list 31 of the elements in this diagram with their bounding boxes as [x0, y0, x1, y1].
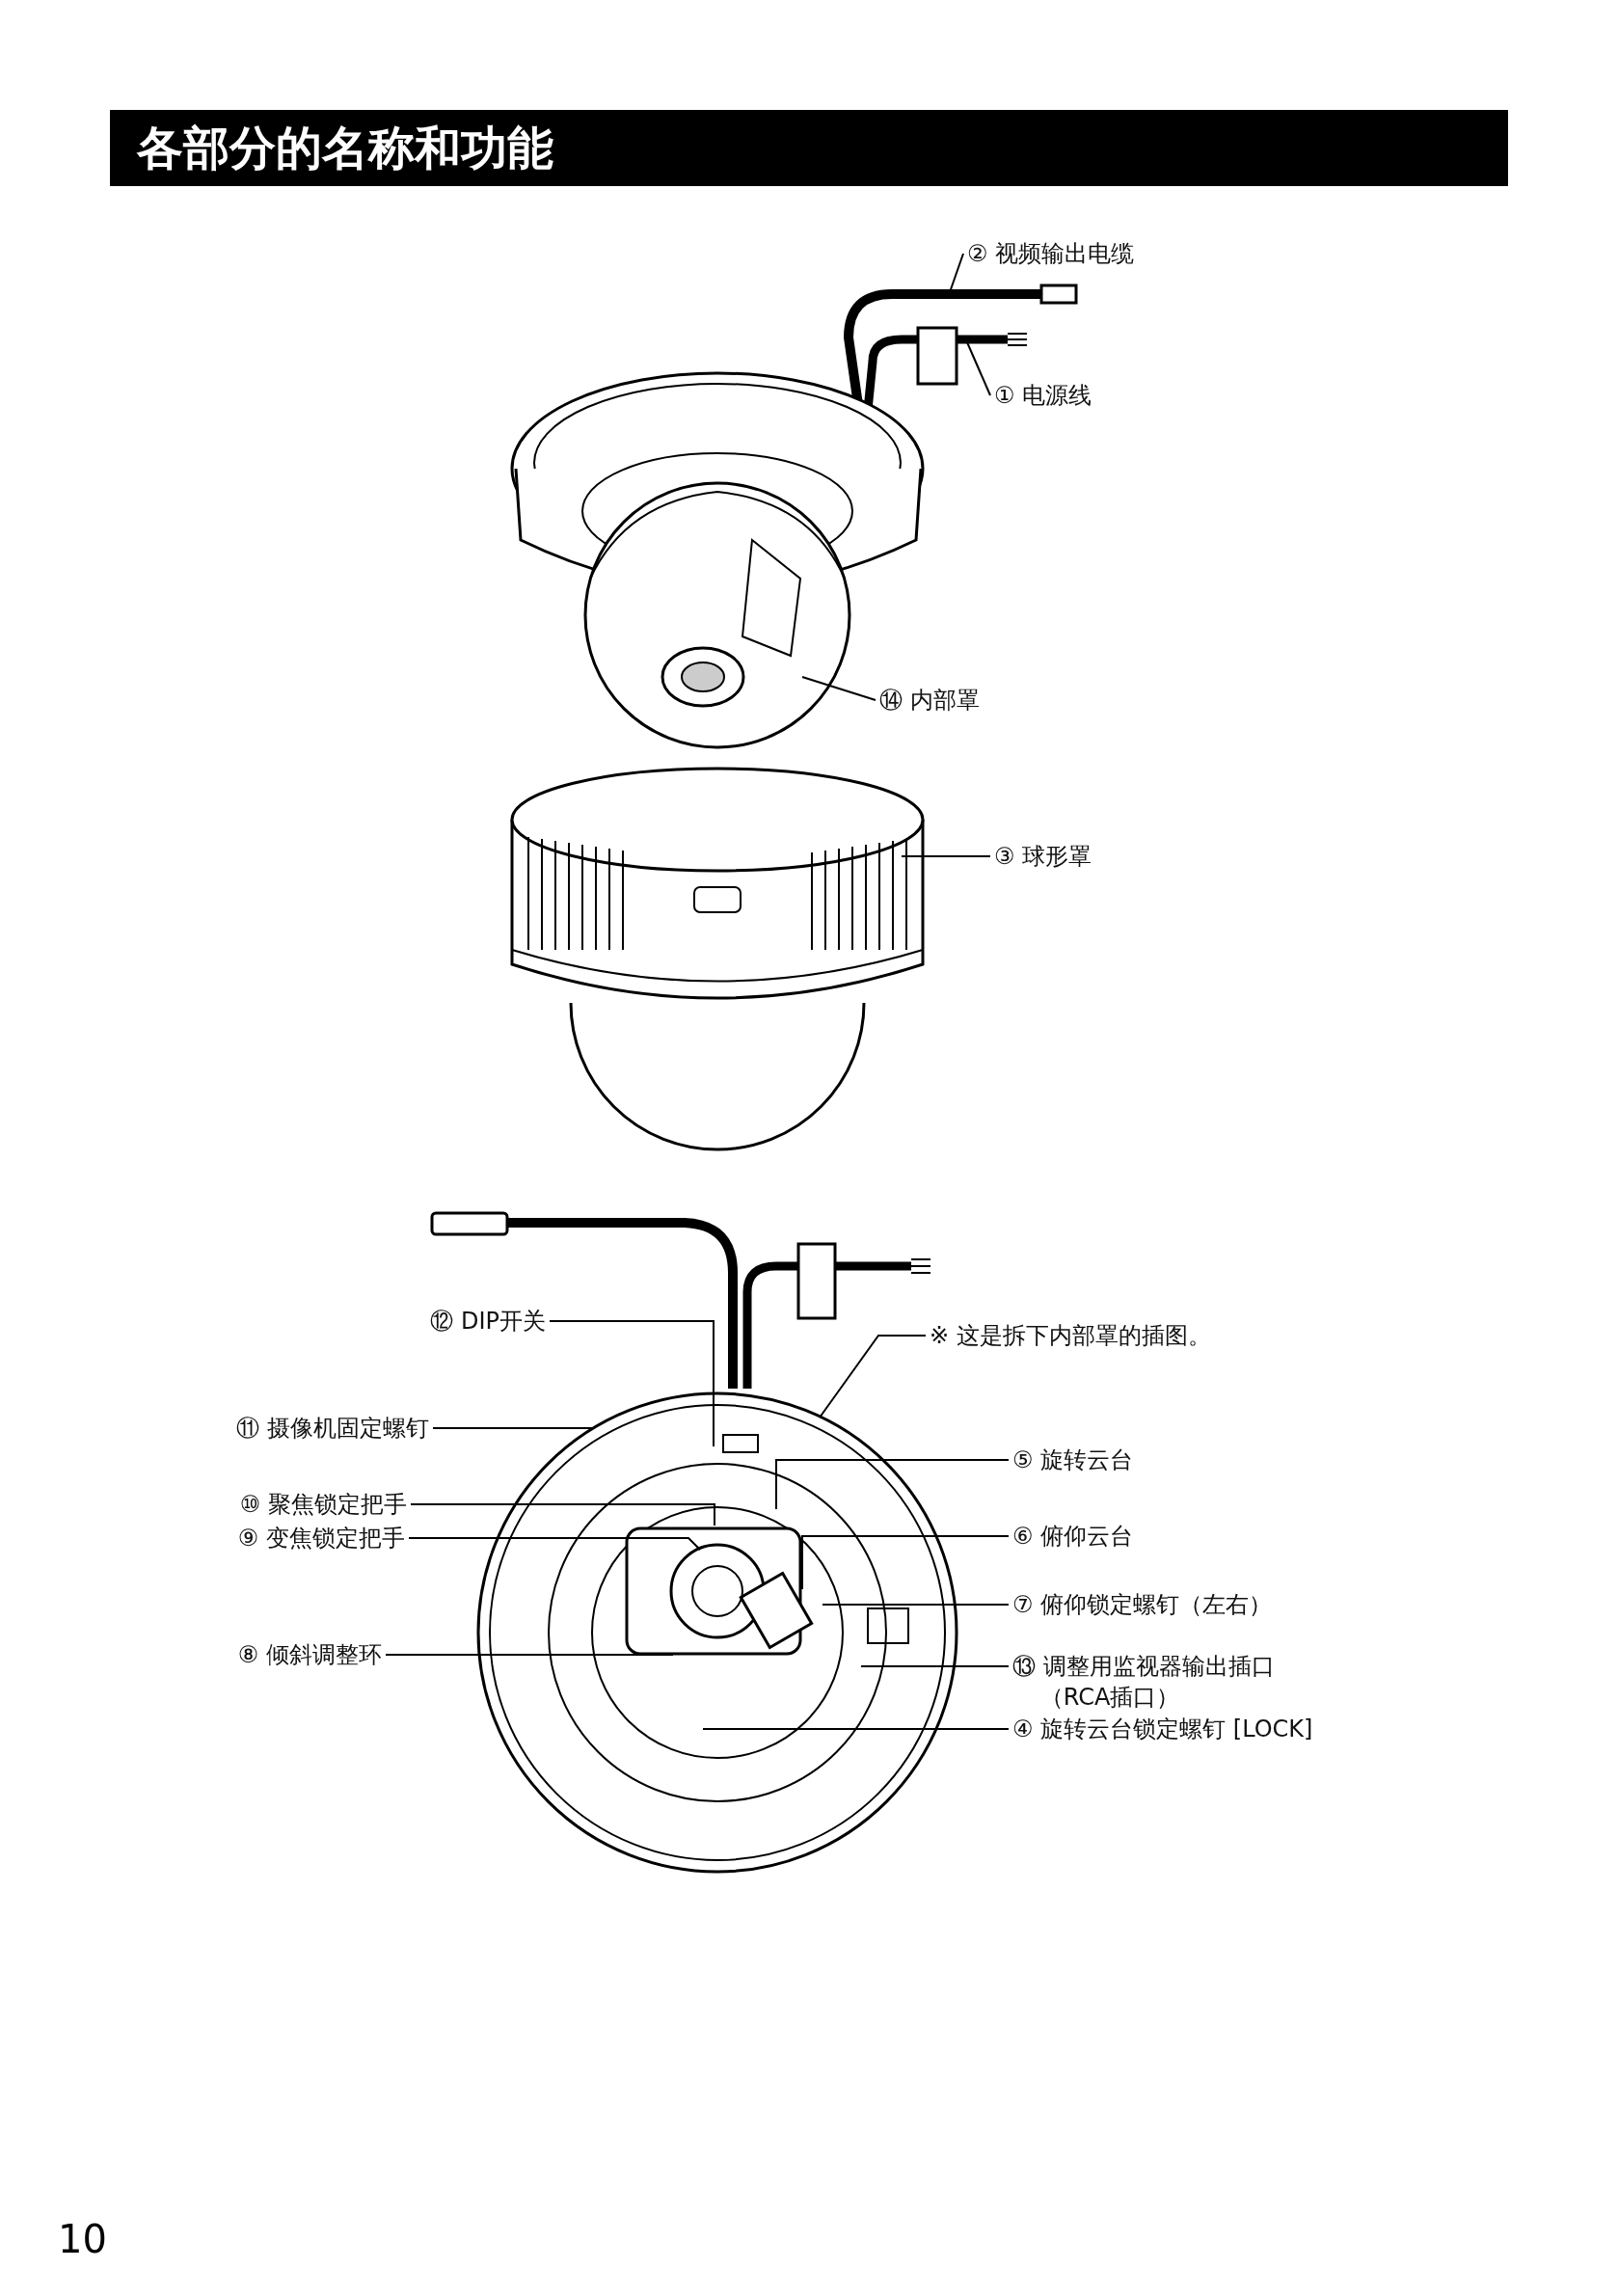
part-label: ⑭ 内部罩	[879, 685, 980, 716]
leader-line	[801, 676, 876, 701]
part-label: ⑦ 俯仰锁定螺钉（左右）	[1012, 1589, 1273, 1620]
leader-line	[775, 1459, 1010, 1510]
part-label: ② 视频输出电缆	[967, 238, 1135, 269]
leader-line	[432, 1427, 594, 1429]
section-heading: 各部分的名称和功能	[110, 110, 1508, 186]
leader-line	[819, 1335, 927, 1418]
leader-line	[702, 1728, 1010, 1730]
part-label: ⑤ 旋转云台	[1012, 1445, 1134, 1475]
leader-line	[801, 1535, 1010, 1590]
leader-line	[385, 1654, 674, 1656]
part-label: ① 电源线	[994, 380, 1092, 411]
part-label: ⑫ DIP开关	[430, 1306, 546, 1337]
leader-line	[822, 1604, 1010, 1606]
page-number: 10	[58, 2216, 107, 2262]
part-label: ⑬ 调整用监视器输出插口（RCA插口）	[1012, 1651, 1331, 1713]
part-label: ※ 这是拆下内部罩的插图。	[930, 1320, 1211, 1351]
part-label: ③ 球形罩	[994, 841, 1092, 872]
leader-line	[966, 341, 991, 396]
leader-line	[410, 1503, 715, 1526]
part-label: ⑪ 摄像机固定螺钉	[236, 1413, 429, 1444]
leader-line	[860, 1665, 1010, 1667]
part-label: ⑧ 倾斜调整环	[237, 1639, 382, 1670]
leader-line	[901, 855, 991, 857]
part-label: ⑨ 变焦锁定把手	[237, 1523, 405, 1553]
part-label: ④ 旋转云台锁定螺钉 [LOCK]	[1012, 1714, 1313, 1744]
leader-line	[549, 1320, 715, 1447]
part-label: ⑩ 聚焦锁定把手	[239, 1489, 407, 1520]
part-label: ⑥ 俯仰云台	[1012, 1521, 1134, 1552]
leader-line	[408, 1537, 701, 1551]
